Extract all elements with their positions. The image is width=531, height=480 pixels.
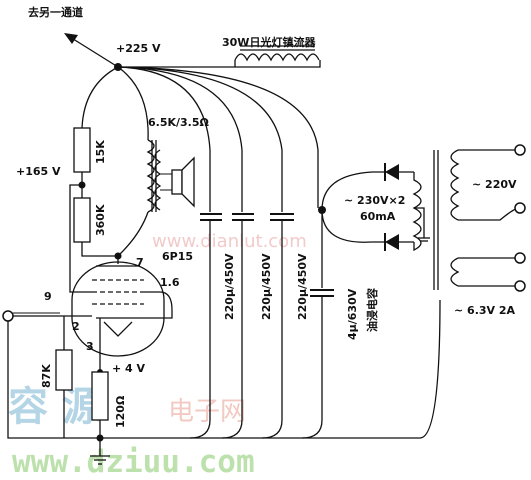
- input-jack[interactable]: [2, 310, 92, 322]
- watermark-url-bottom: www.dziuu.com: [12, 444, 255, 480]
- watermark-url-top: www.dianlut.com: [152, 231, 307, 252]
- label-r87k: 87K: [40, 364, 53, 388]
- label-cap1: 220μ/450V: [223, 253, 236, 320]
- label-oil-cap-value: 4μ/630V: [346, 288, 359, 340]
- label-oil-cap-type: 油浸电容: [365, 288, 379, 332]
- resistor-15k: [73, 127, 91, 173]
- resistor-120: [91, 371, 109, 421]
- label-cathode-v: + 4 V: [112, 362, 146, 375]
- filter-capacitor-2: [232, 213, 254, 221]
- filter-capacitor-1: [200, 213, 222, 221]
- label-hv-current: 60mA: [360, 210, 396, 223]
- label-pin2: 2: [72, 320, 80, 333]
- label-pin16: 1.6: [160, 276, 180, 289]
- label-r15k: 15K: [94, 140, 107, 164]
- label-mains: ~ 220V: [472, 178, 517, 191]
- label-cap3: 220μ/450V: [296, 253, 309, 320]
- label-b-plus-165: +165 V: [16, 165, 61, 178]
- heater-terminal-1[interactable]: [514, 252, 526, 264]
- mains-terminal-2[interactable]: [514, 202, 526, 214]
- filter-capacitor-3: [270, 213, 294, 221]
- ground-icon: [90, 455, 110, 465]
- label-cap2: 220μ/450V: [260, 253, 273, 320]
- label-pin9: 9: [44, 290, 52, 303]
- speaker-icon: [171, 169, 183, 195]
- label-pin3: 3: [86, 340, 94, 353]
- label-hv-secondary: ~ 230V×2: [344, 194, 405, 207]
- mains-terminal-1[interactable]: [514, 144, 526, 156]
- watermark-logo-sub: 电子网: [168, 397, 246, 427]
- label-b-plus-225: +225 V: [116, 42, 161, 55]
- label-pin7: 7: [136, 256, 144, 269]
- label-ballast: 30W日光灯镇流器: [222, 35, 316, 49]
- heater-terminal-2[interactable]: [514, 280, 526, 292]
- label-to-other-channel: 去另一通道: [28, 5, 83, 19]
- tube-6p15: [71, 256, 165, 357]
- label-heater: ~ 6.3V 2A: [454, 304, 516, 317]
- watermark: www.dianlut.com 容 源 电子网 www.dziuu.com: [8, 231, 307, 480]
- output-to-other-channel: [64, 33, 119, 68]
- power-transformer: [412, 144, 526, 439]
- ballast-inductor: [234, 45, 320, 62]
- rectifier-diode-1: [372, 163, 414, 181]
- label-output-transformer: 6.5K/3.5Ω: [148, 116, 210, 129]
- label-r360k: 360K: [94, 204, 107, 236]
- oil-capacitor: [310, 289, 334, 297]
- resistor-360k: [73, 197, 91, 243]
- label-r120: 120Ω: [114, 395, 127, 428]
- output-transformer: [146, 139, 195, 213]
- watermark-logo: 容 源: [8, 384, 102, 430]
- label-tube: 6P15: [162, 250, 193, 263]
- rectifier-diode-2: [372, 233, 414, 251]
- resistor-87k: [55, 349, 73, 391]
